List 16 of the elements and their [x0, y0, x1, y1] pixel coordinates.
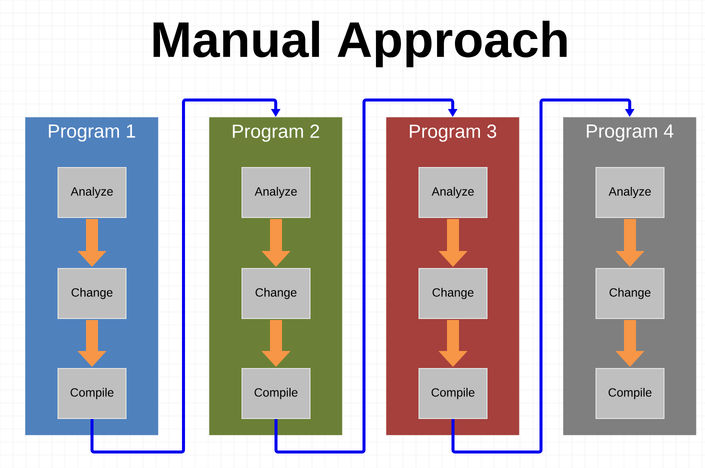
- step-box: Compile: [58, 368, 126, 419]
- step-box: Change: [58, 268, 126, 319]
- connector-arrow: [274, 98, 458, 454]
- connector-arrow: [90, 98, 281, 454]
- step-box: Analyze: [596, 167, 664, 218]
- step-box: Analyze: [242, 167, 310, 218]
- connector-arrow: [452, 98, 634, 454]
- step-box: Change: [242, 268, 310, 319]
- step-box: Compile: [418, 368, 488, 419]
- step-box: Change: [596, 268, 664, 319]
- title: Manual Approach: [154, 20, 567, 68]
- step-box: Analyze: [418, 167, 488, 218]
- step-box: Compile: [242, 368, 310, 419]
- step-box: Compile: [596, 368, 664, 419]
- step-box: Analyze: [58, 167, 126, 218]
- step-box: Change: [418, 268, 488, 319]
